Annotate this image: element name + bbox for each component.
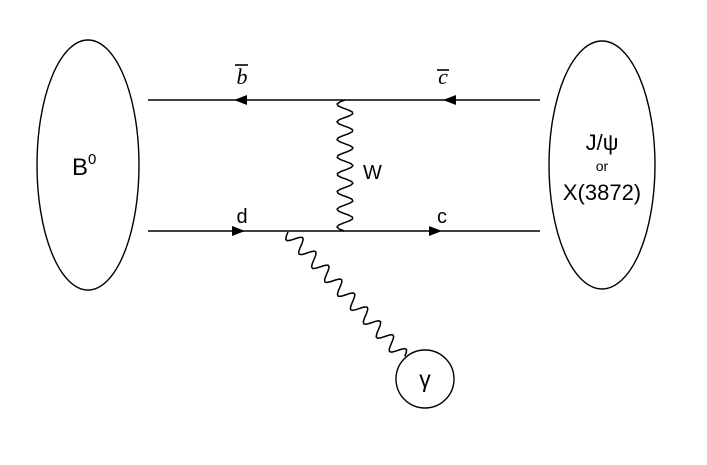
- final-state-line2: or: [596, 158, 609, 174]
- top-left-arrow: [234, 95, 247, 105]
- bottom-right-arrow: [429, 226, 442, 236]
- quark-label-top-left: b: [237, 64, 248, 89]
- quark-label-bottom-right: c: [437, 206, 447, 228]
- final-state-ellipse: [548, 40, 656, 290]
- initial-state-label: B0: [72, 151, 96, 181]
- final-state-line1: J/ψ: [586, 130, 619, 155]
- quark-label-bottom-left: d: [236, 206, 247, 228]
- photon-line: [284, 231, 408, 357]
- w-boson-label: W: [363, 162, 382, 184]
- photon-circle: [395, 349, 455, 409]
- top-right-arrow: [443, 95, 456, 105]
- final-state-line3: X(3872): [563, 180, 641, 205]
- initial-state-ellipse: [36, 39, 140, 291]
- quark-label-top-right: c: [438, 64, 448, 89]
- photon-label: γ: [419, 366, 431, 392]
- bottom-left-arrow: [232, 226, 245, 236]
- w-boson-line: [336, 99, 354, 232]
